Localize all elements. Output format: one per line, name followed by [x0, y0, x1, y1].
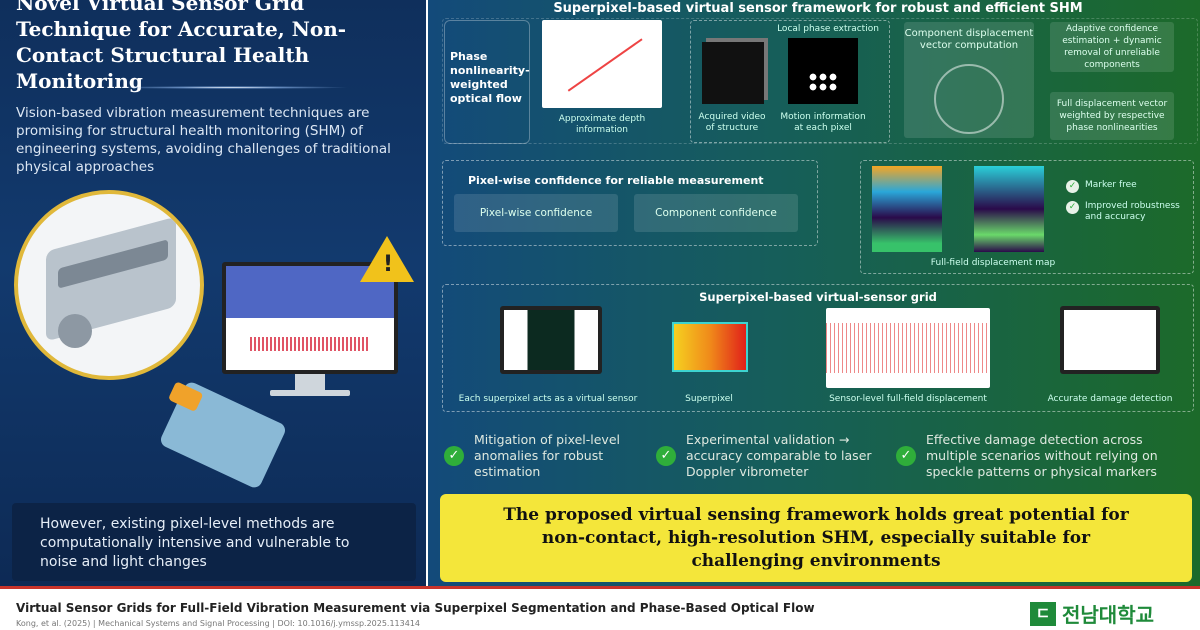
citation: Kong, et al. (2025) | Mechanical Systems…: [16, 619, 421, 628]
bullet-item: ✓ Effective damage detection across multi…: [896, 432, 1176, 480]
pixelwise-confidence-label: Pixel-wise confidence: [479, 207, 593, 219]
optical-flow-box: [444, 20, 530, 144]
displacement-map-region: [860, 160, 1194, 274]
bullet-item: ✓ Experimental validation → accuracy comp…: [656, 432, 886, 480]
paper-title: Virtual Sensor Grids for Full-Field Vibr…: [16, 601, 815, 615]
bullet-item: ✓ Mitigation of pixel-level anomalies for…: [444, 432, 664, 480]
optical-flow-label: Phase nonlinearity-weighted optical flow: [450, 50, 530, 105]
grid-region: [442, 284, 1194, 412]
check-icon: ✓: [444, 446, 464, 466]
sensor-monitor: [500, 306, 602, 374]
right-panel: Superpixel-based virtual sensor framewor…: [428, 0, 1200, 586]
benefit-item: Marker free: [1085, 180, 1137, 190]
motion-caption: Motion information at each pixel: [780, 112, 866, 133]
check-icon: ✓: [1066, 180, 1079, 193]
bullet-text: Experimental validation → accuracy compa…: [686, 432, 872, 479]
local-phase-label: Local phase extraction: [777, 24, 879, 34]
motion-image: [788, 38, 858, 104]
pixelwise-confidence-box: Pixel-wise confidence: [454, 194, 618, 232]
check-icon: ✓: [1066, 201, 1079, 214]
engine-icon: [14, 190, 204, 380]
grid-step: Superpixel: [685, 394, 733, 404]
displacement-map-2: [974, 166, 1044, 252]
framework-title: Superpixel-based virtual sensor framewor…: [553, 1, 1083, 16]
university-logo: ㄷ 전남대학교: [1030, 599, 1154, 628]
phase-region: [690, 20, 890, 143]
full-vector-box: Full displacement vector weighted by res…: [1050, 92, 1174, 140]
pixelwise-title: Pixel-wise confidence for reliable measu…: [468, 174, 764, 187]
camera-icon: [158, 380, 288, 490]
displacement-plot: [826, 308, 990, 388]
depth-caption: Approximate depth information: [558, 114, 646, 135]
superpixel-grid: [672, 322, 748, 372]
limitation-note: However, existing pixel-level methods ar…: [12, 503, 416, 581]
benefit-item: Improved robustness and accuracy: [1085, 201, 1180, 222]
full-vector-label: Full displacement vector weighted by res…: [1056, 99, 1168, 133]
grid-step: Each superpixel acts as a virtual sensor: [458, 394, 638, 404]
video-image: [702, 42, 764, 104]
bullet-text: Effective damage detection across multip…: [926, 432, 1158, 479]
divider-glow: [110, 86, 350, 89]
monitor-base: [270, 390, 350, 396]
conclusion-banner: The proposed virtual sensing framework h…: [440, 494, 1192, 582]
grid-step: Sensor-level full-field displacement: [829, 394, 987, 404]
displacement-map-1: [872, 166, 942, 252]
map-benefits: ✓ Marker free ✓ Improved robustness and ac…: [1066, 180, 1196, 223]
check-icon: ✓: [896, 446, 916, 466]
grid-step: Accurate damage detection: [1047, 394, 1173, 404]
logo-mark-icon: ㄷ: [1030, 601, 1056, 626]
pixelwise-region: [442, 160, 818, 246]
framework-region: [442, 18, 1198, 144]
warning-mark: !: [383, 252, 394, 277]
bullet-text: Mitigation of pixel-level anomalies for …: [474, 432, 620, 479]
warning-icon: [360, 236, 414, 282]
adaptive-box: Adaptive confidence estimation + dynamic…: [1050, 22, 1174, 72]
component-confidence-label: Component confidence: [655, 207, 777, 219]
component-confidence-box: Component confidence: [634, 194, 798, 232]
left-panel: Novel Virtual Sensor Grid Technique for …: [0, 0, 426, 586]
video-caption: Acquired video of structure: [698, 112, 766, 133]
component-vector-label: Component displacement vector computatio…: [904, 28, 1034, 51]
main-title: Novel Virtual Sensor Grid Technique for …: [16, 0, 347, 93]
check-icon: ✓: [656, 446, 676, 466]
intro-text: Vision-based vibration measurement techn…: [16, 105, 391, 175]
logo-text: 전남대학교: [1062, 603, 1154, 627]
vector-circle-icon: [934, 64, 1004, 134]
depth-image: [542, 20, 662, 108]
monitor-stand: [295, 374, 325, 390]
adaptive-label: Adaptive confidence estimation + dynamic…: [1062, 24, 1162, 70]
map-caption: Full-field displacement map: [930, 258, 1056, 268]
damage-monitor: [1060, 306, 1160, 374]
grid-title: Superpixel-based virtual-sensor grid: [699, 290, 937, 304]
footer: Virtual Sensor Grids for Full-Field Vibr…: [0, 586, 1200, 630]
